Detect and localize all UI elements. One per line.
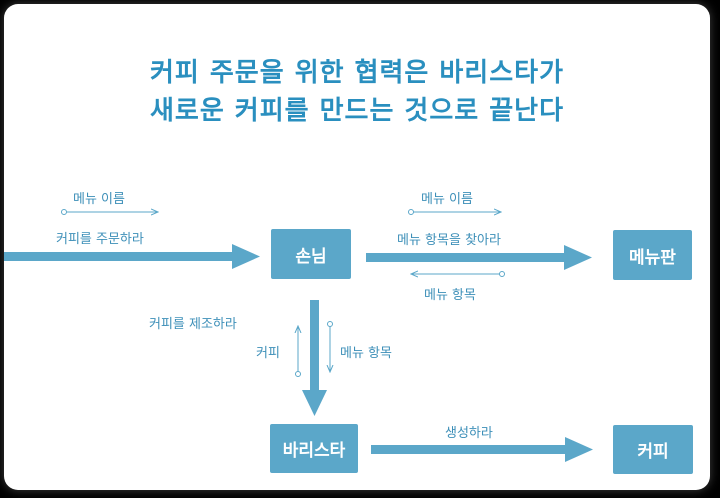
msg-arrow-menu-item-return [411,272,505,277]
node-customer: 손님 [271,229,351,279]
label-menu-name-left: 메뉴 이름 [73,192,125,207]
node-coffee: 커피 [613,425,693,474]
label-create: 생성하라 [445,426,493,441]
node-barista: 바리스타 [270,424,358,473]
label-menu-item-return: 메뉴 항목 [424,288,476,303]
arrow-make-coffee [302,300,327,416]
arrow-order-coffee [4,244,260,269]
node-menu-board: 메뉴판 [613,230,692,280]
label-order-coffee: 커피를 주문하라 [56,232,144,247]
msg-arrow-menu-name-1 [61,210,159,215]
label-find-menu-item: 메뉴 항목을 찾아라 [397,233,501,248]
label-menu-item-down: 메뉴 항목 [340,346,392,361]
msg-arrow-menu-name-2 [408,210,502,215]
arrow-create [371,437,593,462]
label-menu-name-right: 메뉴 이름 [421,192,473,207]
title-line-1: 커피 주문을 위한 협력은 바리스타가 [149,58,564,88]
arrows-layer [4,4,593,462]
diagram-card: 커피 주문을 위한 협력은 바리스타가 새로운 커피를 만드는 것으로 끝난다 [4,4,710,490]
label-coffee-return: 커피 [256,346,280,361]
msg-arrow-coffee-return [296,326,301,377]
label-make-coffee: 커피를 제조하라 [149,317,237,332]
arrow-find-menu-item [366,245,592,270]
msg-arrow-menu-item-down [328,321,333,373]
title-line-2: 새로운 커피를 만드는 것으로 끝난다 [149,96,564,126]
